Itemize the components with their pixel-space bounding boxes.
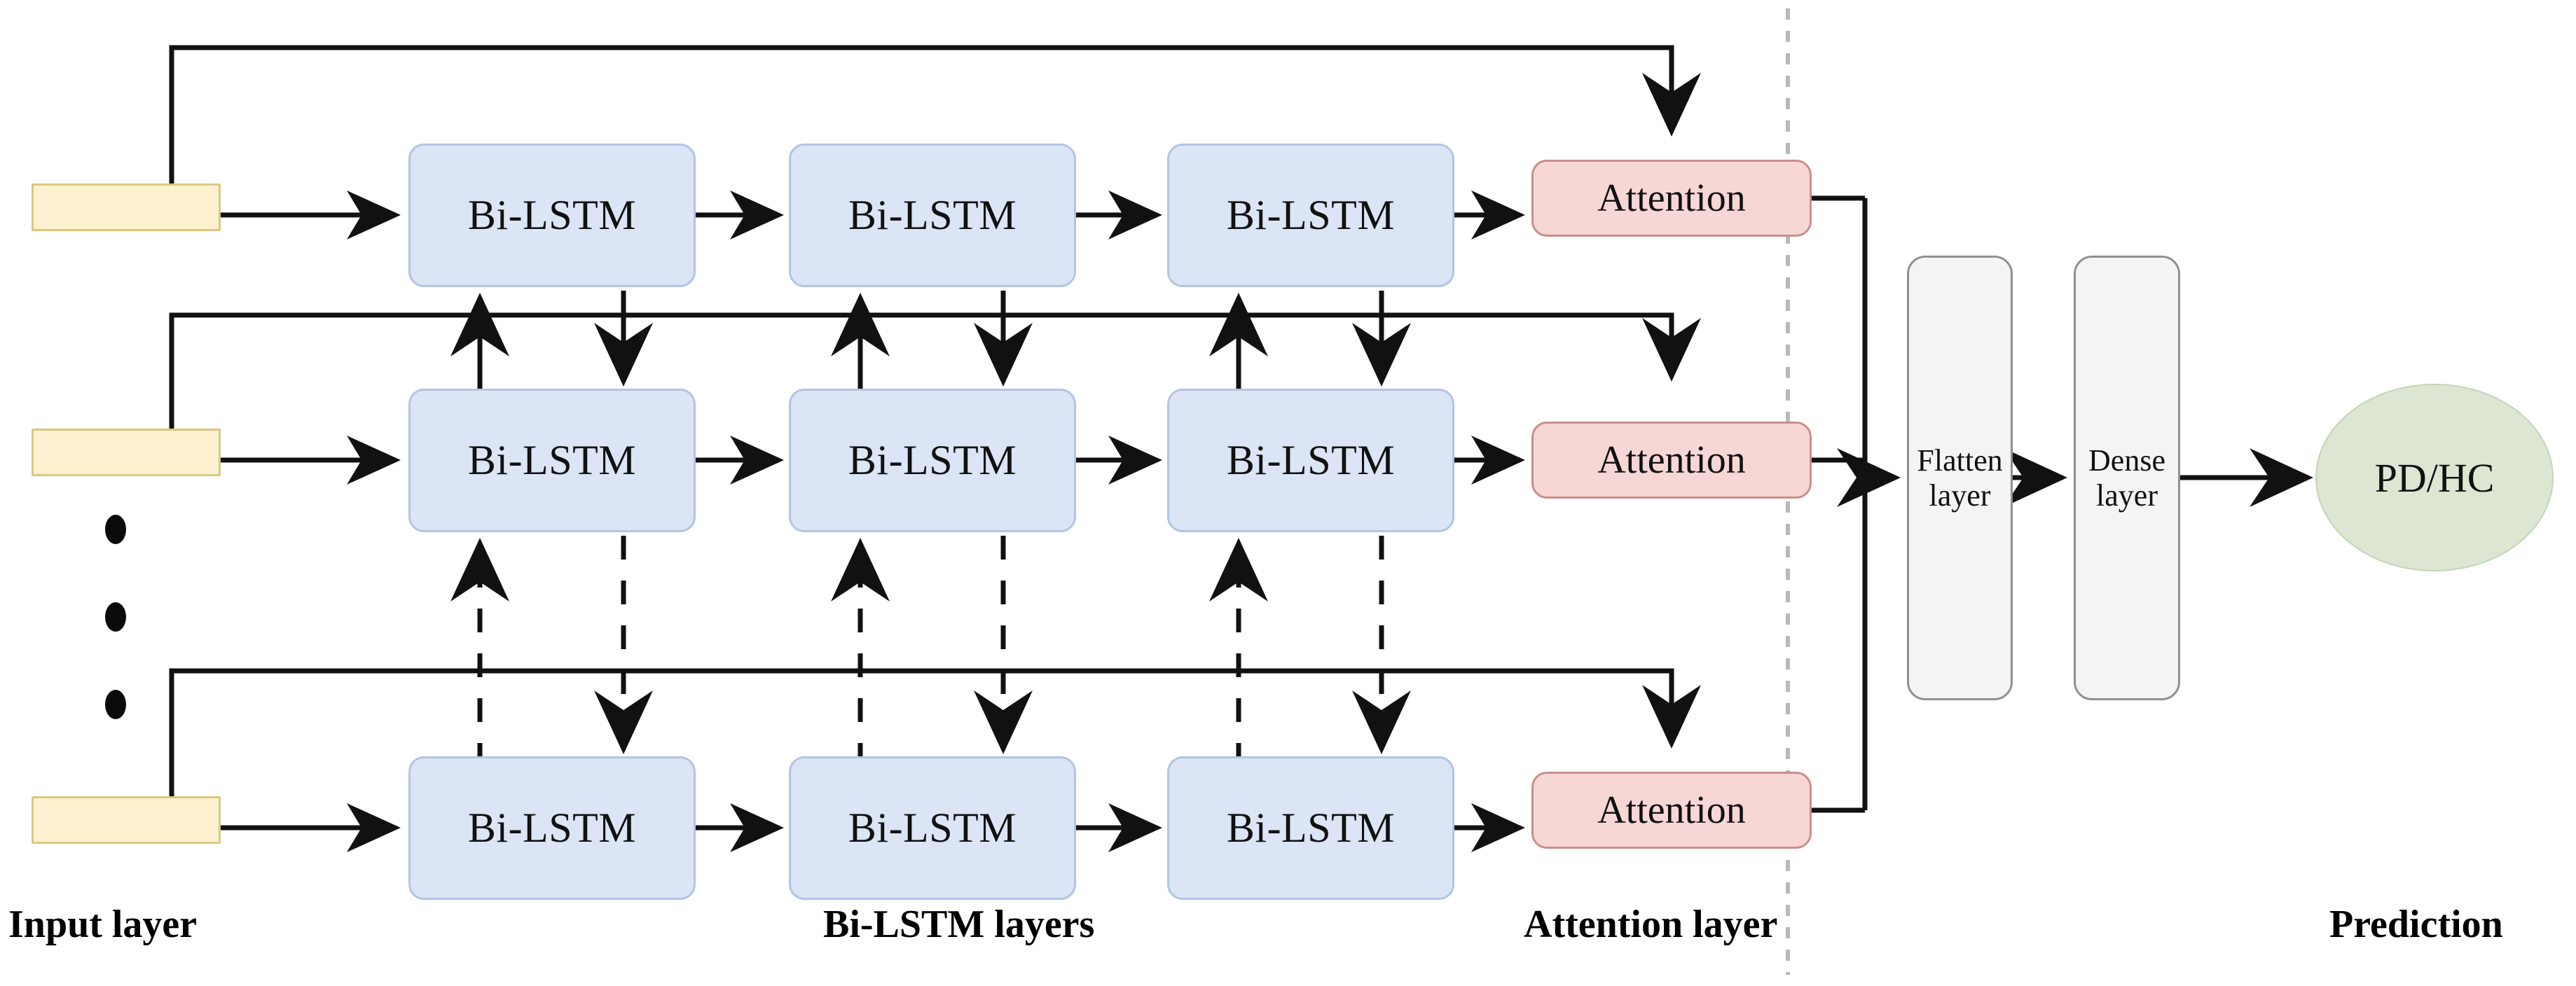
lstm-cell-r2c1[interactable]: Bi-LSTM	[408, 389, 696, 532]
wire-skip-row2	[169, 312, 1701, 429]
caption-prediction: Prediction	[2329, 903, 2503, 946]
dense-layer-label-line1: Dense	[2088, 443, 2165, 478]
lstm-cell-r3c2[interactable]: Bi-LSTM	[789, 756, 1076, 900]
lstm-cell-r2c2[interactable]: Bi-LSTM	[789, 389, 1076, 532]
lstm-cell-r1c3-label: Bi-LSTM	[1226, 192, 1396, 238]
flatten-layer-label-line1: Flatten	[1917, 443, 2003, 478]
lstm-cell-r3c3-label: Bi-LSTM	[1226, 805, 1396, 851]
prediction-ellipse[interactable]: PD/HC	[2315, 384, 2554, 571]
lstm-cell-r2c3[interactable]: Bi-LSTM	[1167, 389, 1454, 532]
attention-box-2-label: Attention	[1597, 438, 1746, 482]
prediction-label: PD/HC	[2374, 454, 2495, 501]
flatten-layer-box[interactable]: Flatten layer	[1907, 256, 2013, 700]
lstm-cell-r2c1-label: Bi-LSTM	[467, 437, 637, 483]
dense-layer-box[interactable]: Dense layer	[2074, 256, 2180, 700]
input-box-2[interactable]	[32, 429, 221, 476]
lstm-cell-r1c2-label: Bi-LSTM	[848, 192, 1017, 238]
ellipsis-dot-3	[105, 690, 126, 719]
caption-attention-layer: Attention layer	[1524, 903, 1778, 946]
wire-skip-row3	[169, 668, 1701, 796]
attention-box-3-label: Attention	[1597, 789, 1746, 832]
dense-layer-label-line2: layer	[2096, 478, 2158, 513]
lstm-cell-r1c2[interactable]: Bi-LSTM	[789, 144, 1076, 287]
lstm-cell-r3c3[interactable]: Bi-LSTM	[1167, 756, 1454, 900]
attention-box-2[interactable]: Attention	[1531, 422, 1812, 499]
lstm-cell-r1c1-label: Bi-LSTM	[467, 192, 637, 238]
ellipsis-dot-2	[105, 602, 126, 632]
attention-box-1[interactable]: Attention	[1531, 160, 1812, 237]
caption-bilstm-layers: Bi-LSTM layers	[823, 903, 1095, 946]
attention-box-3[interactable]: Attention	[1531, 772, 1812, 849]
lstm-cell-r1c1[interactable]: Bi-LSTM	[408, 144, 696, 287]
caption-input-layer: Input layer	[8, 903, 198, 946]
lstm-cell-r2c2-label: Bi-LSTM	[848, 437, 1017, 483]
input-box-3[interactable]	[32, 796, 221, 844]
attention-box-1-label: Attention	[1597, 176, 1746, 220]
lstm-cell-r2c3-label: Bi-LSTM	[1226, 437, 1396, 483]
flatten-layer-label-line2: layer	[1929, 478, 1991, 513]
lstm-cell-r3c2-label: Bi-LSTM	[848, 805, 1017, 851]
lstm-cell-r3c1-label: Bi-LSTM	[467, 805, 637, 851]
lstm-cell-r3c1[interactable]: Bi-LSTM	[408, 756, 696, 900]
ellipsis-dot-1	[105, 515, 126, 544]
input-box-1[interactable]	[32, 183, 221, 231]
lstm-cell-r1c3[interactable]: Bi-LSTM	[1167, 144, 1454, 287]
wire-skip-row1	[169, 45, 1701, 183]
